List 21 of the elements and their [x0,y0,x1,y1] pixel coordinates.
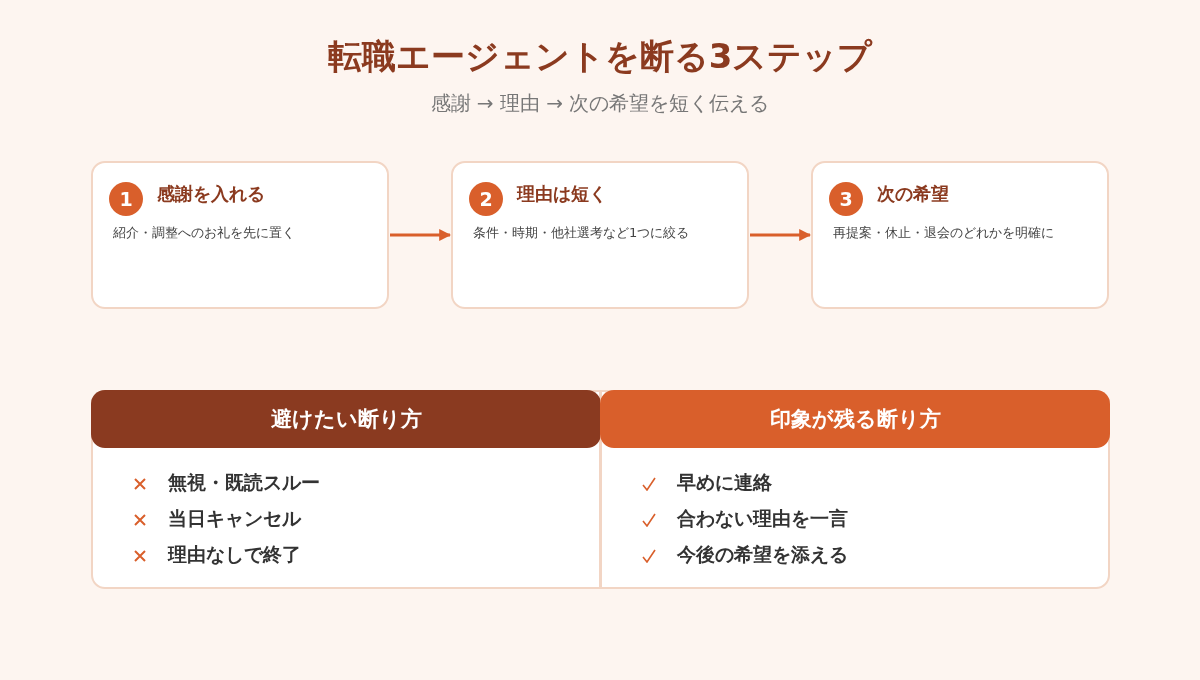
step-description: 条件・時期・他社選考など1つに絞る [473,224,690,242]
list-item: 理由なしで終了 [168,542,301,567]
step-number: 2 [469,182,503,216]
step-heading: 次の希望 [877,182,949,206]
title: 転職エージェントを断る3ステップ [326,35,874,78]
step-heading: 感謝を入れる [157,182,265,206]
list-item: 合わない理由を一言 [677,506,848,531]
column-header: 避けたい断り方 [91,390,601,448]
list-item: 早めに連絡 [677,470,772,495]
step-number: 3 [829,182,863,216]
step-number: 1 [109,182,143,216]
step-description: 紹介・調整へのお礼を先に置く [113,224,295,242]
list-item: 無視・既読スルー [168,470,320,495]
subtitle: 感謝 → 理由 → 次の希望を短く伝える [429,90,771,117]
arrow [750,229,812,241]
list-item: 今後の希望を添える [677,542,848,567]
step-description: 再提案・休止・退会のどれかを明確に [833,224,1054,242]
list-item: 当日キャンセル [168,506,301,531]
step-heading: 理由は短く [517,182,607,206]
column-header: 印象が残る断り方 [600,390,1110,448]
arrow [390,229,452,241]
